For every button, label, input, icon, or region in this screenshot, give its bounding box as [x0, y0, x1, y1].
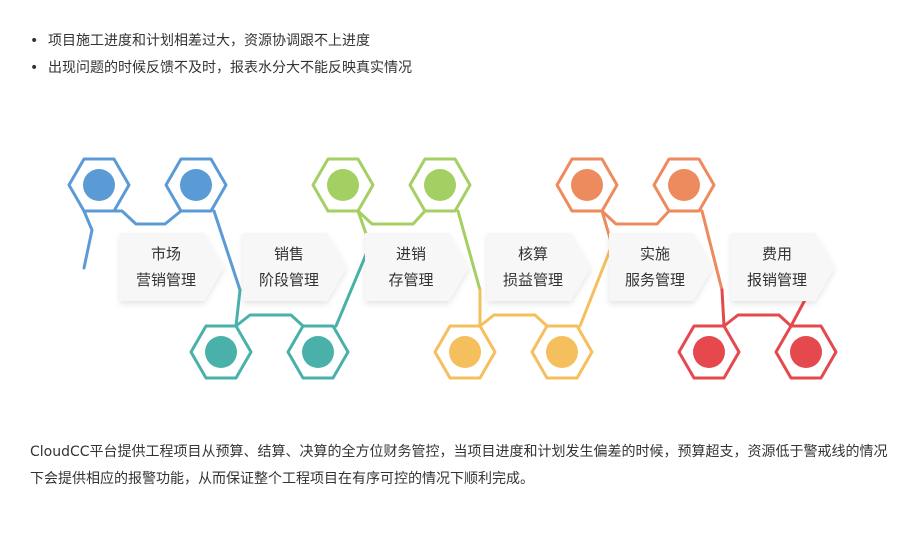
hexagon-dot — [571, 169, 603, 201]
stage-title: 核算 — [518, 245, 548, 263]
connector-line — [234, 288, 242, 328]
stage-arrow-shape — [243, 233, 347, 301]
stage-title: 进销 — [396, 245, 426, 263]
hexagon-node — [408, 157, 472, 213]
connector-line — [720, 288, 726, 328]
hexagon-node — [555, 157, 619, 213]
stage-subtitle: 营销管理 — [136, 271, 196, 289]
stage-title: 市场 — [151, 245, 181, 263]
hexagon-node — [433, 324, 497, 380]
hexagon-node — [164, 157, 228, 213]
hexagon-dot — [83, 169, 115, 201]
stage-arrow-shape — [365, 233, 469, 301]
hexagon-node — [652, 157, 716, 213]
connector-line — [722, 313, 793, 328]
stage-arrow-shape — [120, 233, 224, 301]
stage-arrow-shape — [487, 233, 591, 301]
hexagon-dot — [546, 336, 578, 368]
bullet-item: • 出现问题的时候反馈不及时，报表水分大不能反映真实情况 — [30, 55, 412, 82]
hexagon-node — [286, 324, 350, 380]
hexagon-dot — [693, 336, 725, 368]
stage-subtitle: 损益管理 — [503, 271, 563, 289]
stage-title: 费用 — [762, 245, 792, 263]
connector-line — [600, 209, 671, 226]
bullet-text: 项目施工进度和计划相差过大，资源协调跟不上进度 — [48, 33, 370, 49]
hexagon-dot — [327, 169, 359, 201]
bullet-dot-icon: • — [30, 60, 39, 76]
bullet-dot-icon: • — [30, 33, 39, 49]
hexagon-dot — [449, 336, 481, 368]
stage-subtitle: 报销管理 — [747, 271, 807, 289]
connector-line — [82, 209, 94, 270]
stage-arrow-shape — [731, 233, 835, 301]
stage-title: 销售 — [274, 245, 304, 263]
connector-line — [456, 209, 482, 292]
connector-line — [234, 313, 305, 328]
issue-bullet-list: • 项目施工进度和计划相差过大，资源协调跟不上进度 • 出现问题的时候反馈不及时，报… — [30, 28, 412, 82]
hexagon-node — [189, 324, 253, 380]
hexagon-dot — [424, 169, 456, 201]
hexagon-dot — [668, 169, 700, 201]
hexagon-dot — [790, 336, 822, 368]
hexagon-node — [530, 324, 594, 380]
hexagon-dot — [302, 336, 334, 368]
hexagon-node — [311, 157, 375, 213]
stage-subtitle: 存管理 — [388, 271, 433, 289]
stage-arrow-shape — [609, 233, 713, 301]
stage-subtitle: 服务管理 — [625, 271, 685, 289]
bullet-text: 出现问题的时候反馈不及时，报表水分大不能反映真实情况 — [48, 60, 412, 76]
hexagon-node — [67, 157, 131, 213]
hexagon-dot — [205, 336, 237, 368]
connector-line — [82, 209, 183, 226]
connector-line — [334, 243, 372, 328]
stage-subtitle: 阶段管理 — [259, 271, 319, 289]
description-paragraph: CloudCC平台提供工程项目从预算、结算、决算的全方位财务管控，当项目进度和计… — [30, 444, 888, 487]
connector-line — [478, 313, 549, 328]
connector-line — [578, 243, 614, 328]
hexagon-node — [774, 324, 838, 380]
hexagon-nodes — [67, 157, 838, 380]
connector-line — [356, 209, 427, 226]
connector-line — [700, 209, 724, 292]
stage-title: 实施 — [640, 245, 670, 263]
bullet-item: • 项目施工进度和计划相差过大，资源协调跟不上进度 — [30, 28, 412, 55]
hexagon-dot — [180, 169, 212, 201]
connector-line — [212, 209, 242, 292]
hexagon-node — [677, 324, 741, 380]
